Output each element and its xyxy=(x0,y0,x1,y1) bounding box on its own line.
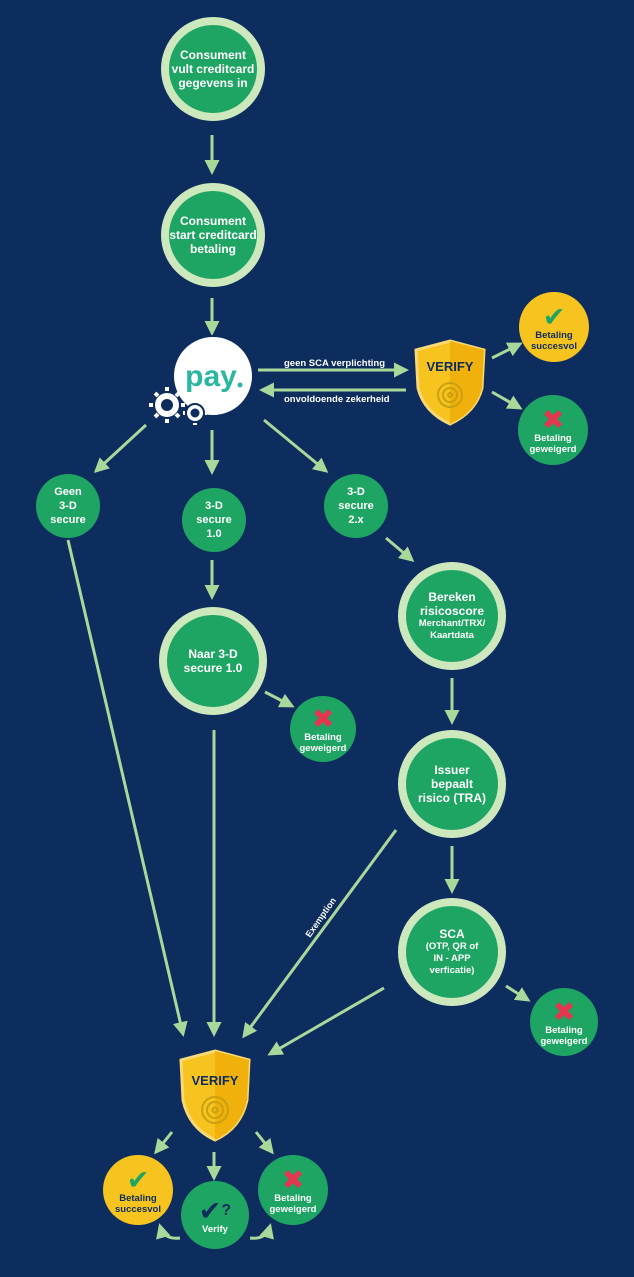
result-verify-bottom: ✔? Verify xyxy=(181,1181,249,1249)
arrow-verifyresult-to-refused xyxy=(249,1223,274,1240)
result-refused-ds1: ✖ Betaling geweigerd xyxy=(290,696,356,762)
gear-icon xyxy=(153,391,205,423)
radar-icon xyxy=(437,382,463,408)
node-pay-start: Consument start creditcard betaling xyxy=(161,183,265,287)
arrow-verify-to-success xyxy=(491,342,523,360)
arrow-sca-to-refused xyxy=(505,984,531,1002)
result-success-bottom: ✔ Betaling succesvol xyxy=(103,1155,173,1225)
result-success-top: ✔ Betaling succesvol xyxy=(519,292,589,362)
check-icon: ✔ xyxy=(126,1165,150,1195)
pay-logo: pay xyxy=(149,335,254,425)
arrow-pay-to-no3ds xyxy=(93,423,148,474)
arrow-verifyresult-to-success xyxy=(156,1223,181,1240)
cross-icon: ✖ xyxy=(552,997,576,1027)
svg-text:pay: pay xyxy=(185,360,237,393)
arrow-no3ds-to-verify xyxy=(66,539,188,1037)
cross-icon: ✖ xyxy=(541,405,565,435)
radar-icon xyxy=(201,1096,229,1124)
arrow-ds2-to-risk xyxy=(385,536,415,562)
cross-icon: ✖ xyxy=(281,1165,305,1195)
node-ds2: 3-D secure 2.x xyxy=(324,474,388,538)
arrow-sca-to-verify xyxy=(267,986,385,1056)
node-issuer: Issuer bepaalt risico (TRA) xyxy=(398,730,506,838)
arrow-verify-to-refused xyxy=(491,390,523,410)
node-no3ds: Geen 3-D secure xyxy=(36,474,100,538)
verify-shield-top: VERIFY xyxy=(414,339,486,426)
node-to-ds1: Naar 3-D secure 1.0 xyxy=(159,607,267,715)
verify-shield-bottom: VERIFY xyxy=(179,1049,251,1142)
result-refused-bottom: ✖ Betaling geweigerd xyxy=(258,1155,328,1225)
arrow-verify-to-refused-bottom xyxy=(254,1131,274,1155)
svg-text:VERIFY: VERIFY xyxy=(427,359,474,374)
check-question-icon: ✔? xyxy=(198,1195,232,1226)
arrow-tods1-to-refused xyxy=(264,690,295,708)
node-risk: Bereken risicoscore Merchant/TRX/ Kaartd… xyxy=(398,562,506,670)
label-insufficient: onvoldoende zekerheid xyxy=(284,394,390,405)
node-start: Consument vult creditcard gegevens in xyxy=(161,17,265,121)
arrow-issuer-to-verify xyxy=(242,829,398,1039)
arrow-verify-to-success-bottom xyxy=(154,1131,174,1155)
node-sca: SCA (OTP, QR of IN - APP verficatie) xyxy=(398,898,506,1006)
result-refused-top: ✖ Betaling geweigerd xyxy=(518,395,588,465)
cross-icon: ✖ xyxy=(311,704,335,734)
arrow-pay-to-ds2 xyxy=(263,418,329,473)
label-no-sca: geen SCA verplichting xyxy=(284,358,385,369)
svg-text:VERIFY: VERIFY xyxy=(192,1073,239,1088)
node-ds1: 3-D secure 1.0 xyxy=(182,488,246,552)
result-refused-sca: ✖ Betaling geweigerd xyxy=(530,988,598,1056)
check-icon: ✔ xyxy=(542,302,566,332)
